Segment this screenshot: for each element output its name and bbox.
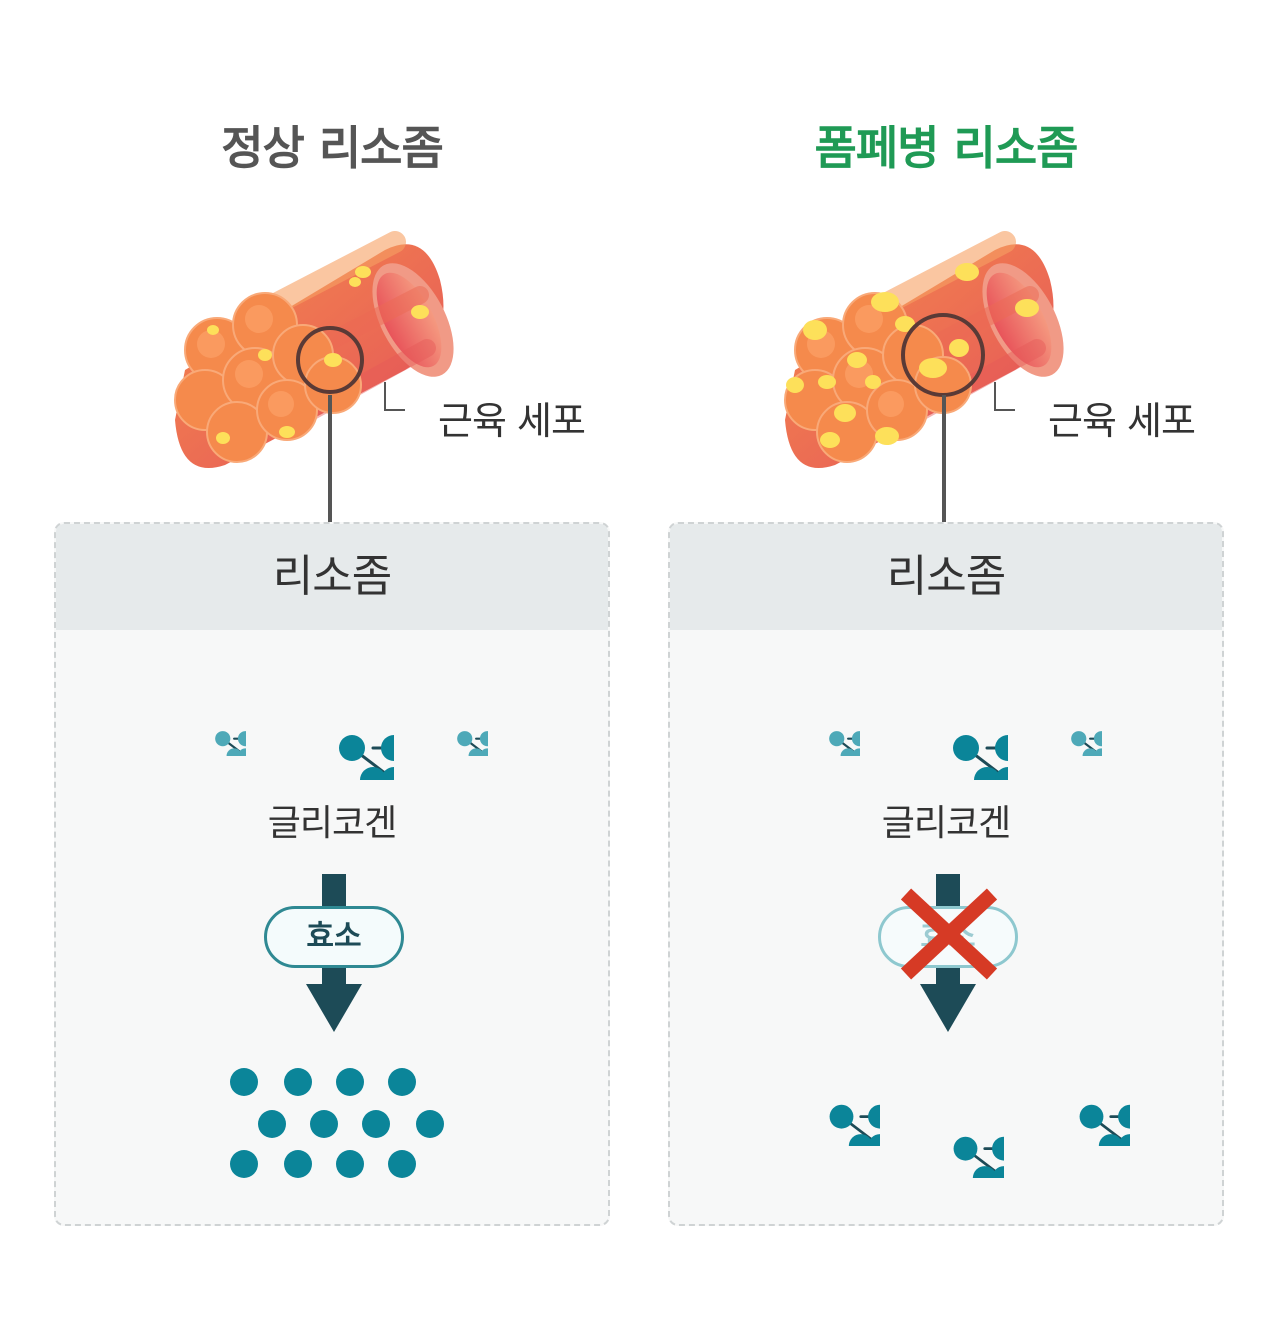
blocked-cross-icon: [900, 888, 998, 980]
glycogen-large-icon: [274, 684, 394, 780]
callout-connector: [328, 395, 332, 523]
magnifier-circle: [296, 326, 364, 394]
glycogen-small-right-icon: [1036, 704, 1102, 756]
callout-connector: [942, 395, 946, 523]
lysosome-header: 리소좀: [670, 524, 1222, 630]
pompe-lysosome-box: 리소좀 글리코겐 효소: [668, 522, 1224, 1226]
glycogen-small-right-icon: [422, 704, 488, 756]
glycogen-accumulated-icon: [770, 1058, 880, 1146]
glucose-molecules-group: [230, 1068, 444, 1178]
lysosome-header: 리소좀: [56, 524, 608, 630]
glycogen-large-icon: [888, 684, 1008, 780]
glycogen-small-left-icon: [794, 704, 860, 756]
enzyme-badge: 효소: [264, 906, 404, 968]
glycogen-accumulated-icon: [1020, 1058, 1130, 1146]
glycogen-label: 글리코겐: [267, 803, 397, 844]
glycogen-small-left-icon: [180, 704, 246, 756]
muscle-cell-pompe-illustration: [775, 220, 1095, 480]
normal-lysosome-title: 정상 리소좀: [221, 121, 444, 175]
muscle-cell-normal-illustration: [165, 220, 485, 480]
glycogen-label: 글리코겐: [881, 803, 1011, 844]
glycogen-accumulated-icon: [894, 1090, 1004, 1178]
muscle-cell-label: 근육 세포: [438, 399, 586, 443]
pompe-lysosome-title: 폼페병 리소좀: [814, 121, 1079, 175]
muscle-cell-label: 근육 세포: [1048, 399, 1196, 443]
normal-lysosome-box: 리소좀 글리코겐 효소: [54, 522, 610, 1226]
